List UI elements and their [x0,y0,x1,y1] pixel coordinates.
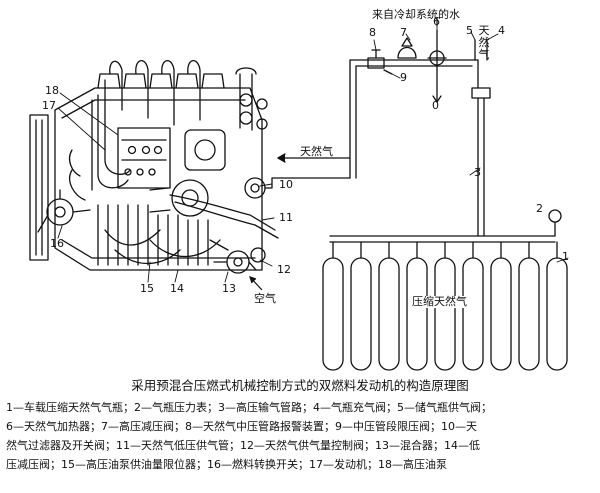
legend-line: 6—天然气加热器；7—高压减压阀；8—天然气中压管路报警装置；9—中压管段限压阀… [6,420,477,433]
label-15: 15 [140,282,154,295]
air-arrow [249,276,263,291]
coolant-label: 来自冷却系统的水 [372,8,460,21]
label-16: 16 [50,237,64,250]
gas-pipeline [277,29,562,243]
cng-cylinders [322,241,568,371]
legend-line: 1—车载压缩天然气气瓶；2—气瓶压力表；3—高压输气管路；4—气瓶充气阀；5—储… [6,401,492,414]
label-7: 7 [400,26,407,39]
legend-line: 压减压阀；15—高压油泵供油量限位器；16—燃料转换开关；17—发动机；18—高… [6,458,447,471]
label-11: 11 [279,211,293,224]
natural-gas-vertical-label: 天然气 [478,24,490,61]
figure-legend: 1—车载压缩天然气气瓶；2—气瓶压力表；3—高压输气管路；4—气瓶充气阀；5—储… [6,398,596,474]
label-9: 9 [400,71,407,84]
label-12: 12 [277,263,291,276]
label-4: 4 [498,24,505,37]
label-10: 10 [279,178,293,191]
label-14: 14 [170,282,184,295]
label-6: 6 [433,15,440,28]
air-label: 空气 [254,292,276,305]
label-2: 2 [536,202,543,215]
label-18: 18 [45,84,59,97]
label-1: 1 [562,250,569,263]
figure-caption: 采用预混合压燃式机械控制方式的双燃料发动机的构造原理图 [131,378,469,393]
natural-gas-arrow-label: 天然气 [300,145,333,158]
label-17: 17 [42,99,56,112]
label-0: 0 [432,99,439,112]
engine-block [29,60,351,274]
leader-lines [57,21,569,283]
label-5: 5 [466,24,473,37]
label-3: 3 [474,166,481,179]
cng-label: 压缩天然气 [412,295,467,308]
label-8: 8 [369,26,376,39]
engine-schematic [29,18,569,371]
legend-line: 然气过滤器及开关阀；11—天然气低压供气管；12—天然气供气量控制阀；13—混合… [6,439,480,452]
label-13: 13 [222,282,236,295]
